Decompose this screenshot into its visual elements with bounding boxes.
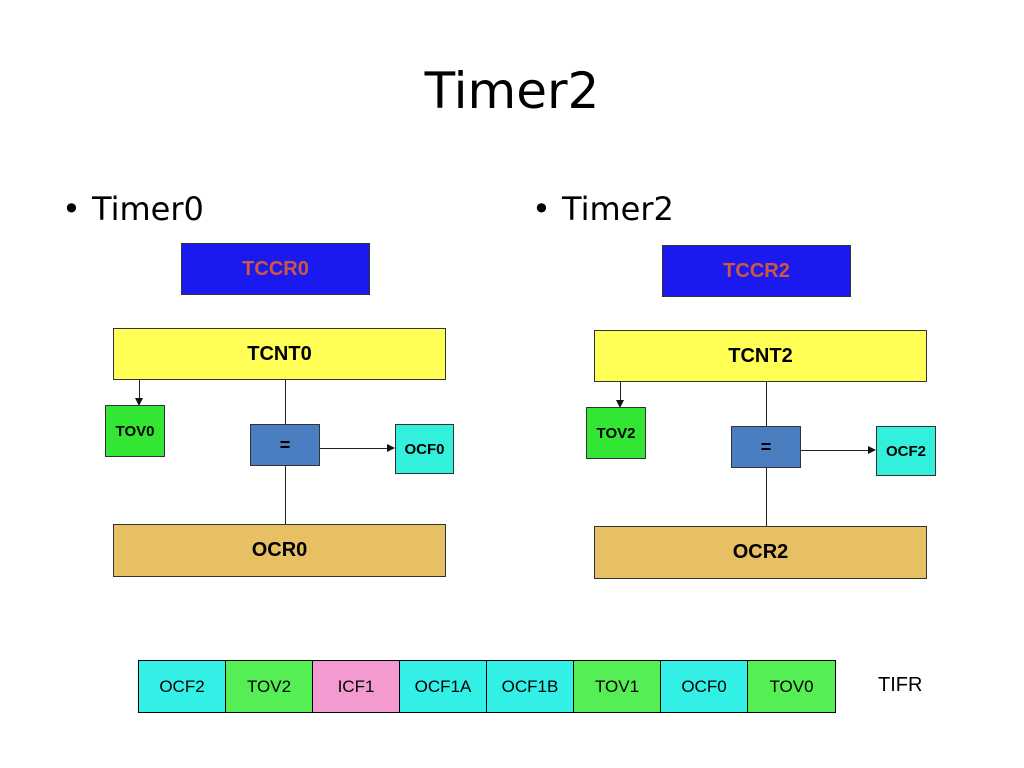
tcnt2-box: TCNT2 bbox=[594, 330, 927, 382]
tov0-arrow-head bbox=[135, 398, 143, 406]
ocr0-box: OCR0 bbox=[113, 524, 446, 577]
compare0-box: = bbox=[250, 424, 320, 466]
tifr-bit-icf1: ICF1 bbox=[313, 661, 400, 712]
bullet-timer0: • Timer0 bbox=[62, 190, 204, 228]
ocf2-box: OCF2 bbox=[876, 426, 936, 476]
bullet-label: Timer0 bbox=[92, 190, 204, 228]
bullet-dot: • bbox=[62, 190, 81, 228]
tifr-label: TIFR bbox=[878, 674, 923, 696]
tifr-bit-tov0: TOV0 bbox=[748, 661, 835, 712]
compare0-to-ocf0-line bbox=[320, 448, 388, 449]
compare2-to-ocr2-line bbox=[766, 468, 767, 526]
ocf0-arrow-head bbox=[387, 444, 395, 452]
tcnt2-to-tov2-line bbox=[620, 382, 621, 402]
tifr-bit-ocf2: OCF2 bbox=[139, 661, 226, 712]
compare2-to-ocf2-line bbox=[801, 450, 869, 451]
tcnt0-box: TCNT0 bbox=[113, 328, 446, 380]
bullet-timer2: • Timer2 bbox=[532, 190, 674, 228]
tccr0-box: TCCR0 bbox=[181, 243, 370, 295]
ocf0-box: OCF0 bbox=[395, 424, 454, 474]
ocr2-box: OCR2 bbox=[594, 526, 927, 579]
compare2-box: = bbox=[731, 426, 801, 468]
tifr-bit-ocf1b: OCF1B bbox=[487, 661, 574, 712]
compare0-to-ocr0-line bbox=[285, 466, 286, 524]
tov0-box: TOV0 bbox=[105, 405, 165, 457]
tcnt0-to-compare-line bbox=[285, 380, 286, 424]
tifr-bit-ocf0: OCF0 bbox=[661, 661, 748, 712]
slide-title: Timer2 bbox=[424, 62, 600, 120]
tifr-bit-tov2: TOV2 bbox=[226, 661, 313, 712]
tifr-bit-tov1: TOV1 bbox=[574, 661, 661, 712]
tifr-bit-ocf1a: OCF1A bbox=[400, 661, 487, 712]
tcnt0-to-tov0-line bbox=[139, 380, 140, 400]
tov2-box: TOV2 bbox=[586, 407, 646, 459]
ocf2-arrow-head bbox=[868, 446, 876, 454]
bullet-label: Timer2 bbox=[562, 190, 674, 228]
tccr2-box: TCCR2 bbox=[662, 245, 851, 297]
bullet-dot: • bbox=[532, 190, 551, 228]
tcnt2-to-compare-line bbox=[766, 382, 767, 426]
tov2-arrow-head bbox=[616, 400, 624, 408]
